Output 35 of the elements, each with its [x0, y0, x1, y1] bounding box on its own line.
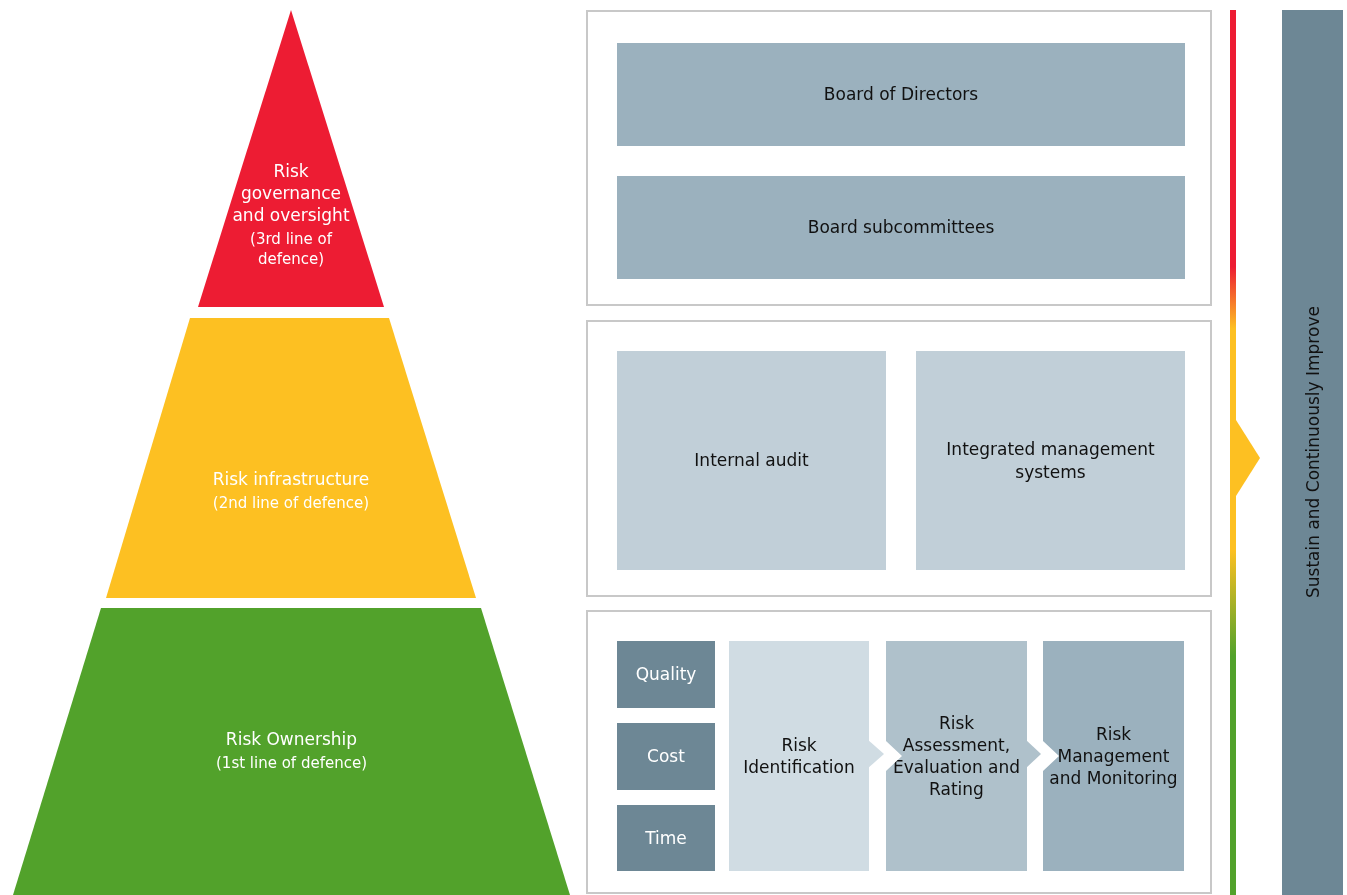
box-label: Board subcommittees: [807, 216, 995, 239]
process-box: [617, 351, 886, 570]
tier-subtitle: (3rd line of defence): [249, 230, 334, 270]
category-box: [617, 805, 715, 871]
chevron-arrow: [867, 739, 884, 769]
process-box: [729, 641, 869, 871]
gradient-bar: [1230, 10, 1236, 895]
box-label: Integrated management systems: [945, 438, 1156, 483]
box-label: Cost: [647, 745, 685, 768]
tier-title: Risk Ownership: [225, 728, 358, 751]
panel: [586, 10, 1212, 306]
box-label: Risk Assessment, Evaluation and Rating: [891, 711, 1022, 801]
tier-title: Risk governance and oversight: [231, 160, 351, 227]
tier-subtitle: (2nd line of defence): [212, 494, 370, 514]
box-label: Sustain and Continuously Improve: [1301, 306, 1324, 599]
tier-title: Risk infrastructure: [212, 468, 370, 491]
process-box: [617, 176, 1185, 279]
category-box: [617, 641, 715, 708]
chevron-arrow: [1236, 420, 1260, 496]
box-label: Quality: [635, 663, 697, 686]
chevron-arrow: [1025, 739, 1041, 769]
box-label: Risk Management and Monitoring: [1048, 722, 1179, 790]
vertical-band: [1282, 10, 1343, 895]
tier-subtitle: (1st line of defence): [216, 754, 367, 774]
box-label: Internal audit: [694, 449, 809, 472]
category-box: [617, 723, 715, 790]
box-label: Board of Directors: [823, 83, 979, 106]
box-label: Time: [645, 826, 687, 850]
panel: [586, 610, 1212, 894]
box-label: Risk Identification: [742, 733, 856, 779]
process-box: [1043, 641, 1184, 871]
panel: [586, 320, 1212, 597]
process-box: [886, 641, 1027, 871]
process-box: [916, 351, 1185, 570]
process-box: [617, 43, 1185, 146]
